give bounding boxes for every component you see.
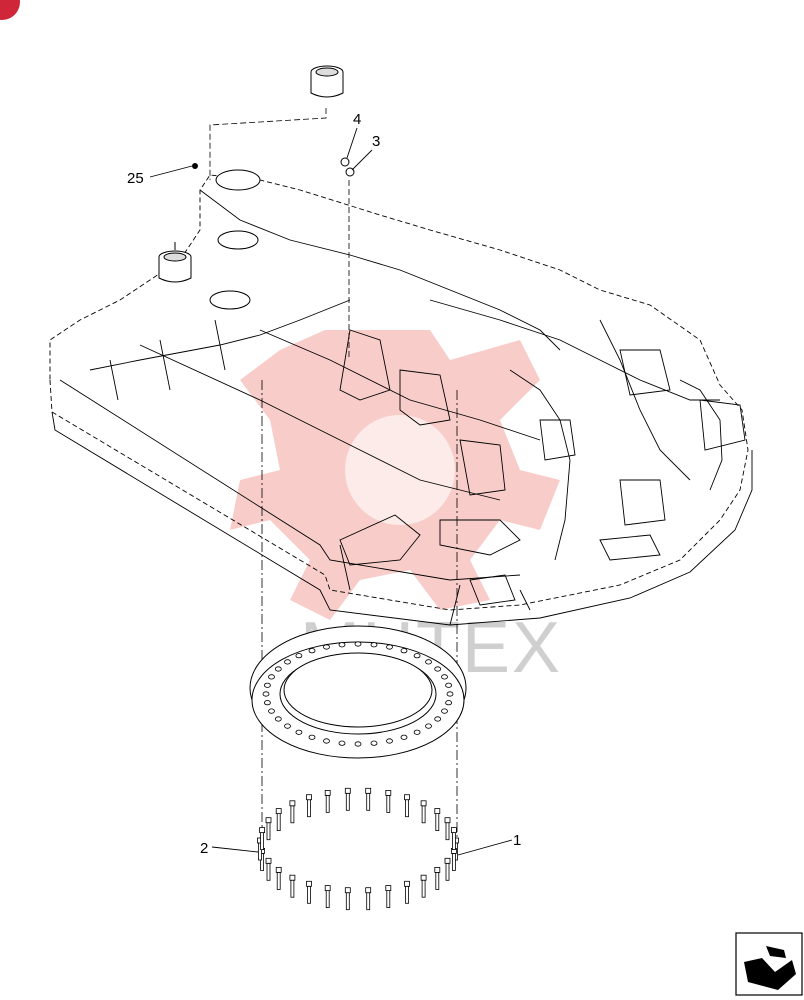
bearing-hole: [386, 644, 393, 650]
callout-2: 2: [200, 840, 208, 857]
swing-bearing: [249, 625, 467, 759]
bearing-hole: [268, 708, 275, 714]
bearing-hole: [262, 691, 270, 697]
bolt: [265, 857, 272, 881]
next-page-arrow-icon[interactable]: [735, 932, 803, 996]
bolt: [385, 885, 392, 908]
bolt: [444, 857, 451, 881]
bearing-holes: [262, 641, 454, 747]
bearing-hole: [284, 723, 291, 729]
bearing-hole: [268, 674, 275, 680]
callout-1: 1: [513, 832, 521, 849]
bolt: [306, 880, 312, 904]
bearing-hole: [400, 734, 408, 740]
bolt: [420, 800, 427, 824]
bolt: [275, 867, 282, 890]
bearing-hole: [308, 648, 316, 654]
bearing-hole: [295, 729, 303, 735]
bolt: [404, 794, 410, 818]
bearing-hole: [434, 666, 442, 672]
callout-3: 3: [372, 133, 380, 150]
bearing-hole: [370, 642, 378, 648]
upper-frame: [49, 174, 753, 626]
bearing-hole: [445, 700, 453, 706]
bolt: [289, 874, 296, 898]
bolt: [265, 817, 272, 841]
bearing-hole: [354, 741, 362, 747]
callout-leaders: [149, 127, 513, 856]
bolt: [344, 787, 351, 811]
bearing-hole: [338, 740, 346, 746]
centerlines: [261, 380, 458, 840]
bearing-hole: [274, 666, 282, 672]
bearing-hole: [354, 641, 362, 647]
bolt: [450, 827, 457, 850]
bearing-hole: [274, 716, 282, 722]
corner-badge: [0, 0, 20, 20]
bolt: [344, 887, 351, 911]
bearing-hole: [413, 653, 421, 659]
bolt-circle: [257, 787, 459, 911]
bearing-hole: [446, 691, 454, 697]
bearing-hole: [386, 738, 393, 744]
bolt: [275, 808, 282, 831]
bolt: [306, 794, 312, 818]
bearing-hole: [441, 674, 448, 680]
bolt: [259, 827, 266, 850]
swing-bushing-lower: [158, 242, 192, 283]
bolt: [450, 848, 457, 871]
bolt: [365, 887, 372, 911]
bearing-hole: [400, 648, 408, 654]
bearing-hole: [284, 659, 291, 665]
bearing-hole: [263, 700, 271, 706]
bearing-hole: [263, 682, 271, 688]
swing-bushing-upper: [310, 65, 344, 98]
bearing-hole: [323, 644, 330, 650]
bolt: [434, 867, 441, 890]
bearing-hole: [445, 682, 453, 688]
bearing-hole: [295, 653, 303, 659]
bolt: [444, 817, 451, 841]
bolt: [420, 874, 427, 898]
bearing-hole: [441, 708, 448, 714]
bolt: [404, 880, 410, 904]
bearing-hole: [323, 738, 330, 744]
bearing-hole: [308, 734, 316, 740]
bolt: [434, 808, 441, 831]
bearing-hole: [434, 716, 442, 722]
bolt: [365, 787, 372, 811]
fitting-25: [192, 163, 198, 169]
bearing-hole: [338, 642, 346, 648]
bolt: [324, 885, 331, 908]
callout-4: 4: [353, 111, 361, 128]
bearing-hole: [370, 740, 378, 746]
bolt: [385, 790, 392, 813]
bolt: [289, 800, 296, 824]
callout-25: 25: [127, 170, 144, 187]
grease-fitting: [340, 157, 355, 177]
bearing-hole: [425, 723, 432, 729]
bearing-hole: [413, 729, 421, 735]
bearing-hole: [425, 659, 432, 665]
bolt: [324, 790, 331, 813]
frame-bosses: [209, 169, 261, 310]
bushing-leader: [209, 108, 327, 180]
